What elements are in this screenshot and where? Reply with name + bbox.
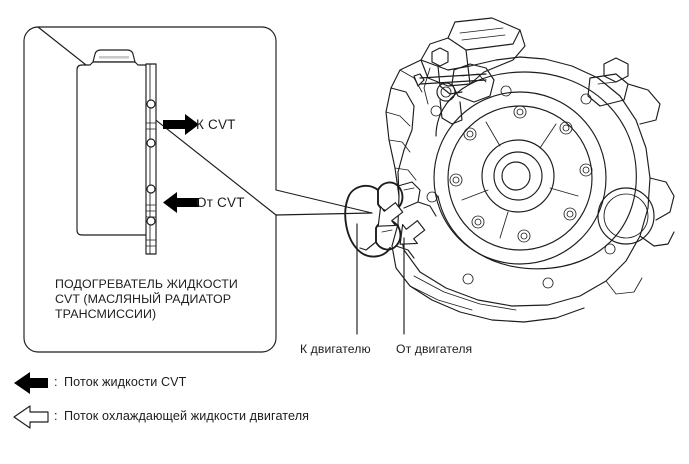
callout-label-to-engine: К двигателю (300, 342, 371, 356)
legend-separator-engine-coolant: : (54, 409, 58, 423)
legend-arrow-solid (14, 372, 48, 394)
port-label-from-cvt: От CVT (196, 195, 245, 210)
cooler-caption-line-3: ТРАНСМИССИИ) (55, 307, 157, 321)
leader-lines (356, 223, 405, 335)
converter-bolt-ring (449, 105, 593, 243)
callout-wedge (275, 189, 373, 216)
case-bolt-ears (426, 85, 616, 289)
arrow-from-cvt (163, 192, 199, 213)
port-label-to-cvt: К CVT (196, 117, 236, 132)
legend-label-cvt-fluid: Поток жидкости CVT (64, 375, 187, 389)
rail-hatch-marks (145, 122, 157, 247)
legend-separator-cvt-fluid: : (54, 375, 58, 389)
detail-inset-box (23, 26, 277, 353)
callout-label-from-engine: От двигателя (396, 342, 473, 356)
coolant-arrow-to-engine (377, 202, 404, 227)
cvt-transaxle-illustration (344, 17, 675, 323)
legend-label-engine-coolant: Поток охлаждающей жидкости двигателя (64, 409, 310, 423)
cooler-caption-line-2: CVT (МАСЛЯНЫЙ РАДИАТОР (55, 292, 232, 306)
arrow-to-cvt (163, 114, 199, 135)
coolant-arrow-from-engine (399, 220, 426, 245)
legend-arrow-hollow (13, 405, 49, 429)
rail-bolt-bosses (146, 99, 156, 226)
fluid-warmer-body (76, 49, 157, 255)
cooler-caption-line-1: ПОДОГРЕВАТЕЛЬ ЖИДКОСТИ (55, 277, 238, 291)
